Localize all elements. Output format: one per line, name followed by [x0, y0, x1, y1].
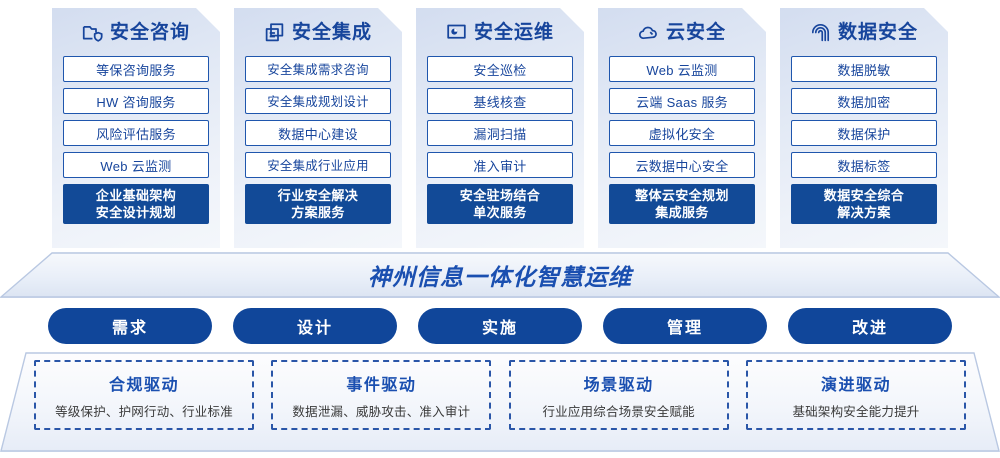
summary-line-1: 企业基础架构 [95, 188, 177, 203]
phase-pill-management[interactable]: 管理 [603, 308, 767, 344]
summary-line-1: 数据安全综合 [823, 188, 905, 203]
column-title: 安全运维 [473, 21, 554, 43]
driver-subtitle: 行业应用综合场景安全赋能 [542, 404, 695, 419]
summary-line-2: 解决方案 [837, 205, 891, 220]
phase-label: 改进 [851, 320, 888, 337]
column-title: 安全咨询 [109, 21, 190, 43]
fingerprint-icon [810, 22, 831, 43]
capability-column-cloud-security[interactable]: 云安全 Web 云监测 云端 Saas 服务 虚拟化安全 云数据中心安全 整体云… [598, 8, 766, 248]
capability-item[interactable]: 等保咨询服务 [63, 56, 209, 82]
platform-band: 神州信息一体化智慧运维 [0, 252, 1000, 298]
driver-title: 场景驱动 [583, 376, 654, 394]
phase-pill-implementation[interactable]: 实施 [418, 308, 582, 344]
cloud-icon [638, 22, 659, 43]
capability-item[interactable]: 数据中心建设 [245, 120, 391, 146]
capability-column-data-security[interactable]: 数据安全 数据脱敏 数据加密 数据保护 数据标签 数据安全综合 解决方案 [780, 8, 948, 248]
capability-item[interactable]: 数据加密 [791, 88, 937, 114]
capability-column-security-integration[interactable]: 安全集成 安全集成需求咨询 安全集成规划设计 数据中心建设 安全集成行业应用 行… [234, 8, 402, 248]
driver-title: 演进驱动 [820, 376, 891, 394]
capability-column-security-consulting[interactable]: 安全咨询 等保咨询服务 HW 咨询服务 风险评估服务 Web 云监测 企业基础架… [52, 8, 220, 248]
driver-subtitle: 基础架构安全能力提升 [792, 404, 920, 419]
capability-item[interactable]: 风险评估服务 [63, 120, 209, 146]
column-summary-box[interactable]: 企业基础架构 安全设计规划 [63, 184, 209, 224]
capability-item[interactable]: 安全集成规划设计 [245, 88, 391, 114]
capability-item[interactable]: 虚拟化安全 [609, 120, 755, 146]
driver-subtitle: 等级保护、护网行动、行业标准 [55, 404, 233, 419]
capability-item[interactable]: HW 咨询服务 [63, 88, 209, 114]
summary-line-2: 安全设计规划 [95, 205, 177, 220]
driver-card-incident[interactable]: 事件驱动 数据泄漏、威胁攻击、准入审计 [271, 360, 492, 430]
column-header: 安全咨询 [63, 8, 209, 56]
column-summary-box[interactable]: 安全驻场结合 单次服务 [427, 184, 573, 224]
capability-item[interactable]: 基线核查 [427, 88, 573, 114]
capability-item[interactable]: 数据脱敏 [791, 56, 937, 82]
column-title: 云安全 [665, 21, 726, 43]
phase-pill-design[interactable]: 设计 [233, 308, 397, 344]
summary-line-2: 单次服务 [473, 205, 527, 220]
folder-shield-icon [82, 22, 103, 43]
summary-line-1: 整体云安全规划 [635, 188, 729, 203]
phase-pills: 需求 设计 实施 管理 改进 [0, 308, 1000, 344]
phase-label: 需求 [111, 320, 148, 337]
summary-line-1: 行业安全解决 [277, 188, 359, 203]
column-title: 数据安全 [837, 21, 918, 43]
summary-line-2: 方案服务 [291, 205, 345, 220]
driver-card-evolution[interactable]: 演进驱动 基础架构安全能力提升 [745, 360, 966, 430]
driver-card-scenario[interactable]: 场景驱动 行业应用综合场景安全赋能 [508, 360, 729, 430]
phase-label: 实施 [481, 320, 518, 337]
driver-title: 事件驱动 [346, 376, 417, 394]
capability-column-security-operations[interactable]: 安全运维 安全巡检 基线核查 漏洞扫描 准入审计 安全驻场结合 单次服务 [416, 8, 584, 248]
driver-title: 合规驱动 [108, 376, 179, 394]
stacked-documents-icon [264, 22, 285, 43]
capability-item[interactable]: 准入审计 [427, 152, 573, 178]
column-summary-box[interactable]: 行业安全解决 方案服务 [245, 184, 391, 224]
column-header: 安全集成 [245, 8, 391, 56]
driver-list: 合规驱动 等级保护、护网行动、行业标准 事件驱动 数据泄漏、威胁攻击、准入审计 … [0, 360, 1000, 436]
capability-item[interactable]: 安全集成行业应用 [245, 152, 391, 178]
capability-item[interactable]: 云端 Saas 服务 [609, 88, 755, 114]
capability-item[interactable]: 云数据中心安全 [609, 152, 755, 178]
phase-pill-requirements[interactable]: 需求 [48, 308, 212, 344]
column-summary-box[interactable]: 整体云安全规划 集成服务 [609, 184, 755, 224]
capability-item[interactable]: 数据保护 [791, 120, 937, 146]
capability-item[interactable]: 漏洞扫描 [427, 120, 573, 146]
driver-subtitle: 数据泄漏、威胁攻击、准入审计 [292, 404, 471, 419]
driver-card-compliance[interactable]: 合规驱动 等级保护、护网行动、行业标准 [34, 360, 254, 430]
capability-item[interactable]: Web 云监测 [63, 152, 209, 178]
capability-item[interactable]: 安全集成需求咨询 [245, 56, 391, 82]
phase-label: 设计 [296, 320, 333, 337]
capability-item[interactable]: 数据标签 [791, 152, 937, 178]
summary-line-2: 集成服务 [655, 205, 709, 220]
capability-item[interactable]: Web 云监测 [609, 56, 755, 82]
column-header: 数据安全 [791, 8, 937, 56]
phase-pill-improvement[interactable]: 改进 [788, 308, 952, 344]
column-header: 安全运维 [427, 8, 573, 56]
capability-item[interactable]: 安全巡检 [427, 56, 573, 82]
platform-band-title: 神州信息一体化智慧运维 [368, 264, 632, 290]
column-title: 安全集成 [291, 21, 372, 43]
column-summary-box[interactable]: 数据安全综合 解决方案 [791, 184, 937, 224]
monitor-chart-icon [446, 22, 467, 43]
column-header: 云安全 [609, 8, 755, 56]
capability-columns: 安全咨询 等保咨询服务 HW 咨询服务 风险评估服务 Web 云监测 企业基础架… [0, 8, 1000, 254]
phase-label: 管理 [666, 320, 703, 337]
summary-line-1: 安全驻场结合 [459, 188, 541, 203]
